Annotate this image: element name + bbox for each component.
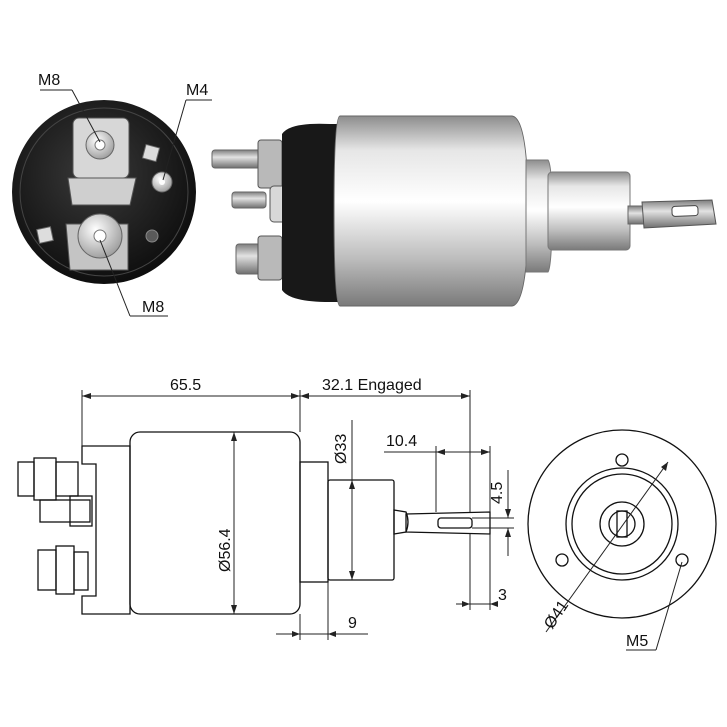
side-view-drawing bbox=[17, 390, 514, 640]
label-mount-thread: M5 bbox=[626, 633, 648, 650]
side-view-photo bbox=[211, 115, 717, 307]
dim-eye-offset: 10.4 bbox=[386, 433, 417, 450]
dim-engaged-stroke: 32.1 Engaged bbox=[322, 377, 422, 394]
label-m4: M4 bbox=[186, 82, 208, 99]
label-m8-top: M8 bbox=[38, 72, 60, 89]
dim-flange-length: 9 bbox=[348, 615, 357, 632]
label-m8-bottom: M8 bbox=[142, 299, 164, 316]
dim-eye-width: 4.5 bbox=[489, 482, 506, 504]
photo-leaders bbox=[40, 89, 212, 317]
dim-plunger-diameter: Ø33 bbox=[333, 434, 350, 464]
dim-body-diameter: Ø56.4 bbox=[217, 528, 234, 572]
front-view-drawing bbox=[527, 429, 717, 651]
end-view-photo bbox=[12, 100, 196, 284]
dim-overall-length: 65.5 bbox=[170, 377, 201, 394]
dim-bolt-circle: Ø41 bbox=[541, 598, 572, 633]
dim-eye-thickness: 3 bbox=[498, 587, 507, 604]
